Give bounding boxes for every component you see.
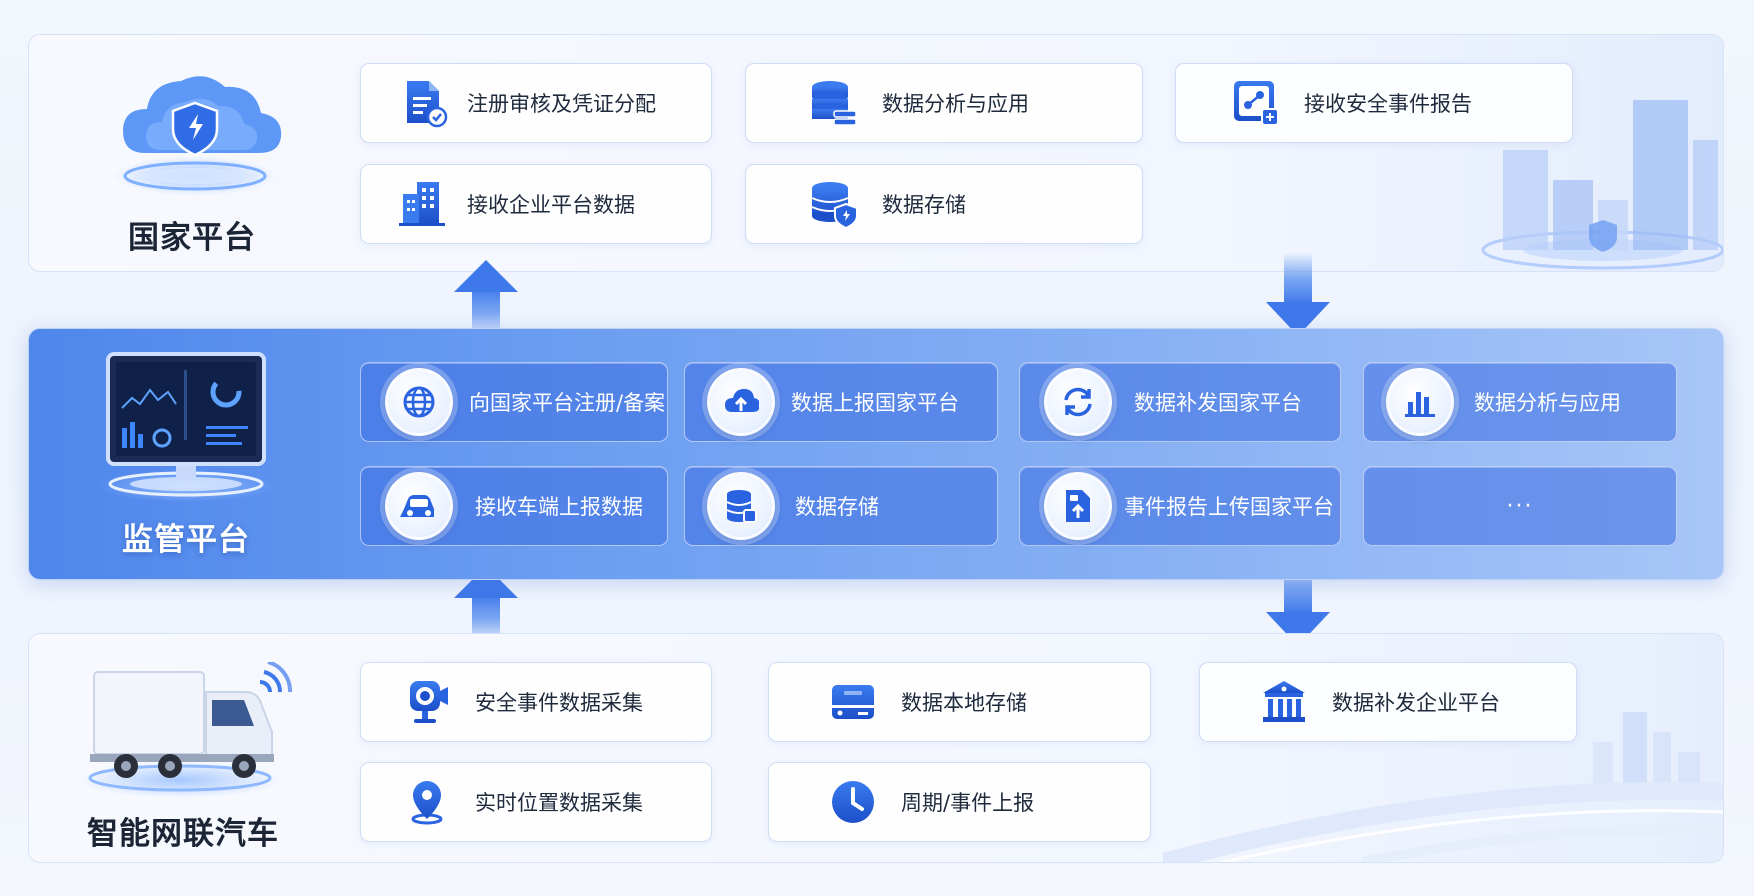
database-shield-icon (806, 176, 862, 232)
card-register-national[interactable]: 向国家平台注册/备案 (360, 362, 668, 442)
camera-icon (399, 674, 455, 730)
card-event-report-upload[interactable]: 事件报告上传国家平台 (1019, 466, 1341, 546)
location-pin-icon (399, 774, 455, 830)
card-label: 接收安全事件报告 (1304, 92, 1472, 116)
database-icon (707, 472, 775, 540)
database-server-icon (806, 75, 862, 131)
file-upload-icon (1044, 472, 1112, 540)
globe-icon (385, 368, 453, 436)
security-report-icon (1228, 75, 1284, 131)
building-icon (395, 176, 451, 232)
arrow-up-to-national (454, 260, 518, 338)
card-more[interactable]: ··· (1363, 466, 1677, 546)
card-security-event-collection[interactable]: 安全事件数据采集 (360, 662, 712, 742)
card-label: 数据补发企业平台 (1332, 691, 1500, 715)
city-skyline-illustration (1481, 100, 1723, 270)
card-label: 数据上报国家平台 (791, 391, 959, 415)
card-location-collection[interactable]: 实时位置数据采集 (360, 762, 712, 842)
car-icon (385, 472, 453, 540)
card-label: 数据本地存储 (901, 691, 1027, 715)
card-receive-enterprise-data[interactable]: 接收企业平台数据 (360, 164, 712, 244)
clock-icon (825, 774, 881, 830)
supervision-platform-label: 监管平台 (122, 522, 250, 558)
card-label: 数据存储 (882, 193, 966, 217)
card-label: 数据分析与应用 (1474, 391, 1621, 415)
card-resend-enterprise[interactable]: 数据补发企业平台 (1199, 662, 1577, 742)
monitor-dashboard-illustration (98, 352, 274, 502)
card-data-analysis[interactable]: 数据分析与应用 (745, 63, 1143, 143)
card-registration-review[interactable]: 注册审核及凭证分配 (360, 63, 712, 143)
card-receive-vehicle-data[interactable]: 接收车端上报数据 (360, 466, 668, 546)
card-analysis-application[interactable]: 数据分析与应用 (1363, 362, 1677, 442)
arrow-down-to-supervision (1266, 252, 1330, 336)
card-resend-national[interactable]: 数据补发国家平台 (1019, 362, 1341, 442)
cloud-shield-illustration (113, 76, 282, 196)
truck-illustration (78, 662, 293, 798)
card-label: 向国家平台注册/备案 (469, 391, 666, 415)
card-label: 数据分析与应用 (882, 92, 1029, 116)
road-skyline-illustration (1163, 712, 1723, 862)
card-local-storage[interactable]: 数据本地存储 (768, 662, 1151, 742)
card-label: 数据存储 (795, 495, 879, 519)
card-supervision-storage[interactable]: 数据存储 (684, 466, 998, 546)
bar-chart-icon (1386, 368, 1454, 436)
national-platform-label: 国家平台 (128, 220, 256, 256)
document-check-icon (395, 75, 451, 131)
card-label: 安全事件数据采集 (475, 691, 643, 715)
card-label: 注册审核及凭证分配 (467, 92, 656, 116)
more-ellipsis: ··· (1506, 493, 1534, 519)
card-data-storage[interactable]: 数据存储 (745, 164, 1143, 244)
card-label: 周期/事件上报 (901, 791, 1035, 815)
vehicle-label: 智能网联汽车 (87, 816, 279, 852)
refresh-icon (1044, 368, 1112, 436)
card-security-report[interactable]: 接收安全事件报告 (1175, 63, 1573, 143)
card-periodic-report[interactable]: 周期/事件上报 (768, 762, 1151, 842)
bank-building-icon (1256, 674, 1312, 730)
card-label: 事件报告上传国家平台 (1124, 495, 1334, 519)
card-report-national[interactable]: 数据上报国家平台 (684, 362, 998, 442)
card-label: 接收车端上报数据 (475, 495, 643, 519)
card-label: 接收企业平台数据 (467, 193, 635, 217)
card-label: 数据补发国家平台 (1134, 391, 1302, 415)
card-label: 实时位置数据采集 (475, 791, 643, 815)
cloud-upload-icon (707, 368, 775, 436)
hard-drive-icon (825, 674, 881, 730)
